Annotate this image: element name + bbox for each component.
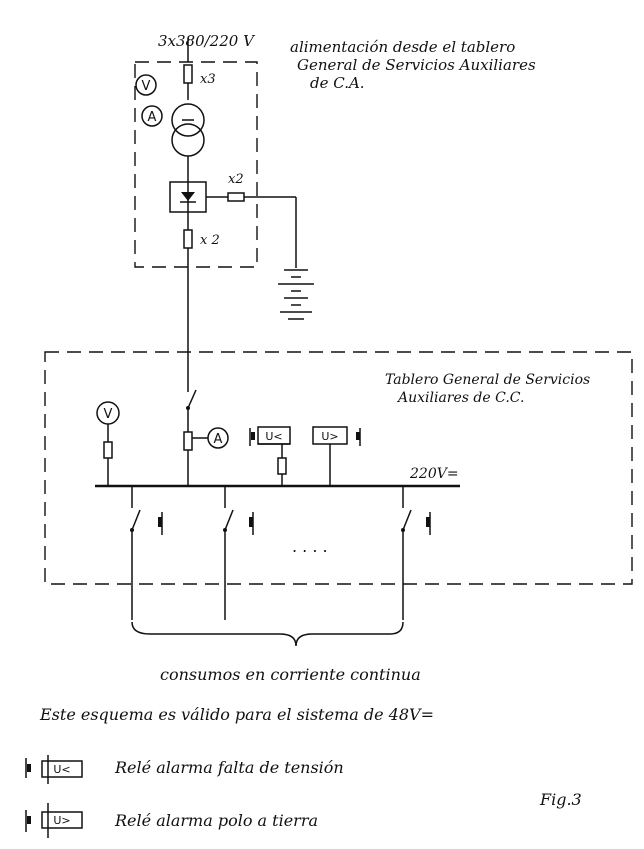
figure-label: Fig.3: [539, 790, 582, 809]
consumers-label: consumos en corriente continua: [160, 665, 421, 684]
rectifier-fuse-count: x2: [228, 172, 244, 187]
voltmeter-icon: [135, 74, 157, 96]
legend-undervoltage-symbol: U<: [53, 763, 70, 776]
feeder-switch-icon: [223, 486, 254, 620]
output-fuse-count: x 2: [200, 233, 220, 248]
validity-note: Este esquema es válido para el sistema d…: [39, 705, 434, 724]
dc-ammeter-icon: [207, 427, 229, 449]
supply-description-line2: General de Servicios Auxiliares: [297, 56, 536, 74]
dc-ammeter-symbol: A: [214, 432, 223, 447]
fuse-count-label: x3: [200, 72, 216, 87]
ammeter-icon: [141, 105, 163, 127]
legend-ground-symbol: U>: [53, 814, 70, 827]
voltmeter-symbol: V: [142, 79, 151, 94]
dc-panel-title-line2: Auxiliares de C.C.: [396, 390, 524, 406]
rectifier-fuse-icon: [227, 192, 245, 202]
feeder-switch-icon: [401, 486, 431, 620]
ground-fault-relay-symbol: U>: [321, 430, 338, 443]
consumers-brace: [131, 621, 404, 647]
bus-voltage-label: 220V=: [409, 466, 459, 482]
supply-voltage-label: 3x380/220 V: [158, 32, 256, 50]
battery-icon: [278, 269, 314, 320]
ammeter-symbol: A: [148, 110, 157, 125]
main-fuse-icon: [183, 431, 193, 451]
legend-ground-relay-icon: [25, 803, 83, 838]
undervoltage-relay-icon: [249, 426, 291, 446]
relay-fuse-icon: [277, 457, 287, 475]
legend-undervoltage-text: Relé alarma falta de tensión: [114, 758, 344, 777]
ac-panel-boundary: [134, 61, 258, 268]
legend-ground-text: Relé alarma polo a tierra: [114, 811, 318, 830]
feeder-switch-icon: [130, 486, 163, 620]
more-feeders-ellipsis: . . . .: [292, 537, 328, 556]
rectifier-icon: [169, 181, 207, 213]
undervoltage-relay-symbol: U<: [265, 430, 282, 443]
output-fuse-icon: [183, 229, 193, 249]
supply-description-line1: alimentación desde el tablero: [290, 38, 515, 56]
dc-panel-boundary: [44, 351, 633, 585]
fuse-icon: [183, 64, 193, 84]
transformer-icon: [171, 103, 205, 157]
legend-undervoltage-relay-icon: [25, 755, 83, 784]
dc-panel-title-line1: Tablero General de Servicios: [385, 372, 590, 388]
main-switch-icon: [186, 385, 197, 410]
dc-voltmeter-symbol: V: [104, 407, 113, 422]
supply-description-line3: de C.A.: [310, 74, 365, 92]
voltmeter-fuse-icon: [103, 441, 113, 459]
